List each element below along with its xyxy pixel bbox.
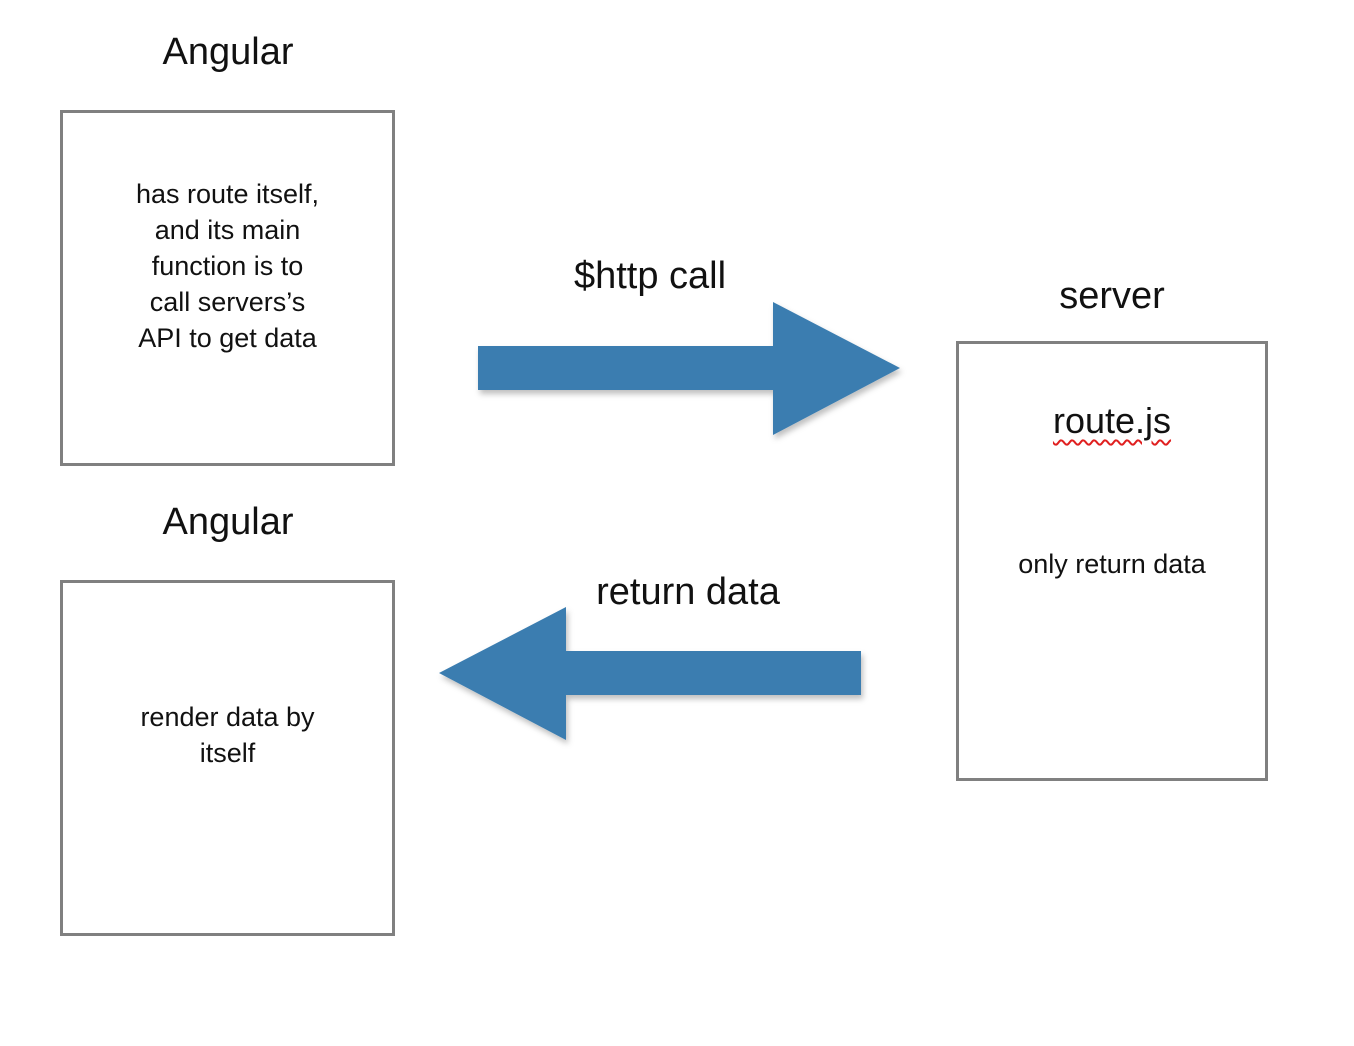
response-arrow-label: return data <box>596 571 780 613</box>
response-arrow-icon <box>439 607 861 740</box>
request-arrow-icon <box>478 302 900 435</box>
angular-top-title: Angular <box>162 31 294 73</box>
request-arrow-label: $http call <box>573 255 727 297</box>
angular-top-line-3: function is to <box>151 251 304 281</box>
angular-top-line-4: call servers’s <box>149 287 306 317</box>
response-arrow-shape <box>439 607 861 740</box>
request-arrow-shape <box>478 302 900 435</box>
server-box: route.js only return data <box>956 341 1268 781</box>
angular-bottom-title: Angular <box>162 501 294 543</box>
angular-top-line-5: API to get data <box>138 323 317 353</box>
server-description: only return data <box>1018 549 1206 579</box>
angular-bottom-box: render data by itself <box>60 580 395 936</box>
angular-bottom-description: render data by itself <box>63 699 392 771</box>
route-file-name: route.js <box>1052 400 1172 441</box>
angular-top-line-2: and its main <box>154 215 301 245</box>
angular-bottom-line-1: render data by <box>140 702 315 732</box>
angular-bottom-line-2: itself <box>199 738 256 768</box>
server-title: server <box>1059 275 1165 317</box>
server-file-heading: route.js <box>959 400 1265 442</box>
angular-top-line-1: has route itself, <box>135 179 320 209</box>
angular-top-box: has route itself, and its main function … <box>60 110 395 466</box>
angular-top-description: has route itself, and its main function … <box>63 176 392 356</box>
